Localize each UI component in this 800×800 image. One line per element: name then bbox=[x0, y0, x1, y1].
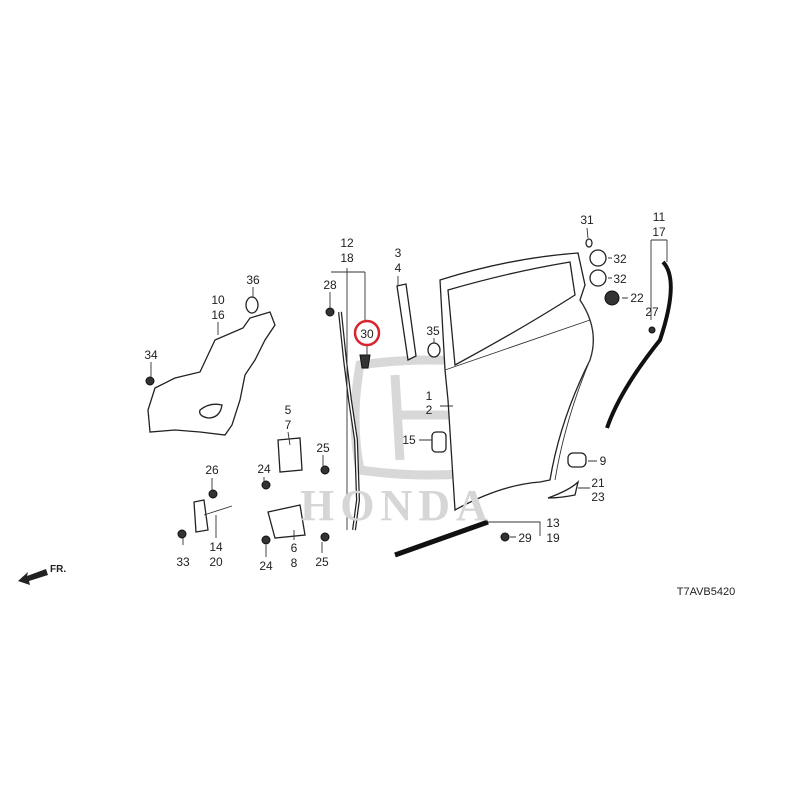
callout-35[interactable]: 35 bbox=[426, 324, 440, 338]
clip-30[interactable] bbox=[359, 354, 371, 369]
bolt-26[interactable] bbox=[208, 489, 218, 499]
cover-hole bbox=[199, 403, 223, 419]
callout-12[interactable]: 12 bbox=[340, 236, 354, 250]
lower-weatherstrip[interactable] bbox=[394, 519, 489, 558]
callout-23[interactable]: 23 bbox=[591, 490, 605, 504]
callout-28[interactable]: 28 bbox=[323, 278, 337, 292]
bolt-33[interactable] bbox=[177, 529, 187, 539]
seal-32a[interactable] bbox=[589, 249, 607, 267]
seal-32b[interactable] bbox=[589, 269, 607, 287]
highlight-circle bbox=[353, 319, 381, 347]
callout-31[interactable]: 31 bbox=[580, 213, 594, 227]
protector-21[interactable] bbox=[547, 479, 580, 499]
weatherstrip-highlight bbox=[339, 311, 359, 531]
callout-29[interactable]: 29 bbox=[518, 531, 532, 545]
callout-11[interactable]: 11 bbox=[653, 210, 666, 224]
callout-21[interactable]: 21 bbox=[591, 476, 605, 490]
door-inner-seal-cover[interactable] bbox=[147, 311, 276, 436]
callout-36[interactable]: 36 bbox=[246, 273, 260, 287]
grommet-35[interactable] bbox=[427, 342, 441, 358]
callout-20[interactable]: 20 bbox=[209, 555, 223, 569]
sash-garnish[interactable] bbox=[396, 283, 417, 361]
door-stopper-15[interactable] bbox=[431, 431, 447, 453]
callout-24a[interactable]: 24 bbox=[257, 462, 271, 476]
callout-25b[interactable]: 25 bbox=[315, 555, 329, 569]
bumper-9[interactable] bbox=[567, 452, 587, 468]
callout-19[interactable]: 19 bbox=[546, 531, 560, 545]
callout-32b[interactable]: 32 bbox=[613, 272, 627, 286]
upper-hinge[interactable] bbox=[277, 437, 303, 473]
callout-17[interactable]: 17 bbox=[652, 225, 666, 239]
callout-18[interactable]: 18 bbox=[340, 251, 354, 265]
callout-30[interactable]: 30 bbox=[360, 327, 374, 341]
lower-hinge[interactable] bbox=[267, 504, 306, 539]
bolt-24b[interactable] bbox=[261, 535, 271, 545]
plug-31[interactable] bbox=[585, 238, 593, 248]
callout-5[interactable]: 5 bbox=[285, 403, 292, 417]
callout-10[interactable]: 10 bbox=[211, 293, 225, 307]
callout-1[interactable]: 1 bbox=[426, 389, 433, 403]
grommet-36[interactable] bbox=[245, 296, 259, 314]
callout-22[interactable]: 22 bbox=[630, 291, 644, 305]
callout-27[interactable]: 27 bbox=[645, 305, 659, 319]
callout-labels: 12 18 3 4 28 30 36 10 16 34 35 1 2 15 5 … bbox=[144, 210, 735, 598]
bumper-22[interactable] bbox=[604, 290, 620, 306]
arrow-left-icon bbox=[18, 569, 48, 585]
direction-label: FR. bbox=[50, 564, 66, 575]
callout-7[interactable]: 7 bbox=[285, 418, 292, 432]
callout-4[interactable]: 4 bbox=[395, 261, 402, 275]
door-checker[interactable] bbox=[193, 499, 209, 533]
clip-34[interactable] bbox=[145, 376, 155, 386]
checker-arm bbox=[203, 505, 233, 516]
callout-14[interactable]: 14 bbox=[209, 540, 223, 554]
callout-24b[interactable]: 24 bbox=[259, 559, 273, 573]
bolt-25a[interactable] bbox=[320, 465, 330, 475]
callout-33[interactable]: 33 bbox=[176, 555, 190, 569]
clip-27[interactable] bbox=[648, 326, 656, 334]
diagram-code: T7AVB5420 bbox=[677, 586, 736, 598]
callout-6[interactable]: 6 bbox=[291, 541, 298, 555]
front-direction-indicator: FR. bbox=[18, 564, 66, 585]
clip-29[interactable] bbox=[500, 532, 510, 542]
callout-13[interactable]: 13 bbox=[546, 516, 560, 530]
callout-16[interactable]: 16 bbox=[211, 308, 225, 322]
callout-15[interactable]: 15 bbox=[402, 433, 416, 447]
clip-28[interactable] bbox=[325, 307, 335, 317]
callout-32a[interactable]: 32 bbox=[613, 252, 627, 266]
callout-26[interactable]: 26 bbox=[205, 463, 219, 477]
callout-2[interactable]: 2 bbox=[426, 403, 433, 417]
body-weatherstrip[interactable] bbox=[605, 260, 673, 429]
callout-34[interactable]: 34 bbox=[144, 348, 158, 362]
bolt-24a[interactable] bbox=[261, 480, 271, 490]
bolt-25b[interactable] bbox=[320, 532, 330, 542]
callout-3[interactable]: 3 bbox=[395, 246, 402, 260]
callout-9[interactable]: 9 bbox=[600, 454, 607, 468]
leader-lines bbox=[150, 227, 668, 557]
callout-25a[interactable]: 25 bbox=[316, 441, 330, 455]
callout-8[interactable]: 8 bbox=[291, 556, 298, 570]
rear-door-panel[interactable] bbox=[439, 252, 594, 512]
